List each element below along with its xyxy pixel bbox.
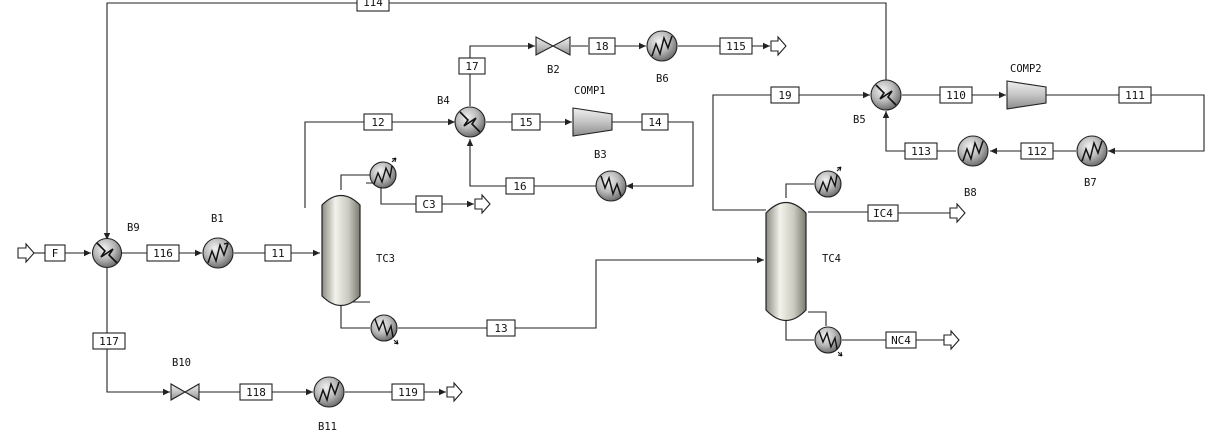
valve-b10[interactable] bbox=[170, 383, 200, 401]
svg-text:114: 114 bbox=[363, 0, 383, 9]
svg-text:16: 16 bbox=[513, 180, 526, 193]
heat-exchanger-b9[interactable] bbox=[91, 237, 123, 269]
svg-text:119: 119 bbox=[398, 386, 418, 399]
label-b2: B2 bbox=[547, 64, 560, 76]
svg-text:C3: C3 bbox=[422, 198, 435, 211]
svg-text:116: 116 bbox=[153, 247, 173, 260]
label-b11: B11 bbox=[318, 421, 337, 433]
svg-text:19: 19 bbox=[778, 89, 791, 102]
stream-17[interactable]: 17 bbox=[458, 57, 486, 75]
svg-text:117: 117 bbox=[99, 335, 119, 348]
product-port-arrow bbox=[943, 329, 960, 351]
label-b9: B9 bbox=[127, 222, 140, 234]
product-port-arrow bbox=[770, 35, 787, 57]
compressor-comp2[interactable] bbox=[1006, 80, 1047, 110]
reboiler-tc3[interactable] bbox=[370, 314, 399, 345]
product-port-arrow bbox=[949, 202, 966, 224]
svg-text:112: 112 bbox=[1027, 145, 1047, 158]
stream-ic4[interactable]: IC4 bbox=[867, 204, 899, 222]
label-comp1: COMP1 bbox=[574, 85, 606, 97]
stream-19[interactable]: 19 bbox=[770, 86, 800, 104]
label-b8: B8 bbox=[964, 187, 977, 199]
svg-text:F: F bbox=[52, 247, 59, 260]
svg-text:118: 118 bbox=[246, 386, 266, 399]
stream-118[interactable]: 118 bbox=[239, 383, 273, 401]
label-comp2: COMP2 bbox=[1010, 63, 1042, 75]
condenser-tc4[interactable] bbox=[814, 166, 842, 198]
stream-16[interactable]: 16 bbox=[505, 177, 535, 195]
valve-b2[interactable] bbox=[535, 36, 571, 56]
svg-text:15: 15 bbox=[519, 116, 532, 129]
svg-text:17: 17 bbox=[465, 60, 478, 73]
stream-nc4[interactable]: NC4 bbox=[885, 331, 917, 349]
stream-117[interactable]: 117 bbox=[92, 332, 126, 350]
svg-text:115: 115 bbox=[726, 40, 746, 53]
port-arrows bbox=[17, 35, 966, 403]
label-tc3: TC3 bbox=[376, 253, 395, 265]
svg-text:11: 11 bbox=[271, 247, 284, 260]
label-b6: B6 bbox=[656, 73, 669, 85]
svg-text:113: 113 bbox=[911, 145, 931, 158]
label-b4: B4 bbox=[437, 95, 450, 107]
svg-text:IC4: IC4 bbox=[873, 207, 893, 220]
stream-11[interactable]: 11 bbox=[264, 244, 292, 262]
product-port-arrow bbox=[474, 193, 491, 215]
stream-15[interactable]: 15 bbox=[511, 113, 541, 131]
distillation-column-tc3[interactable] bbox=[321, 194, 361, 307]
stream-110[interactable]: 110 bbox=[939, 86, 973, 104]
stream-labels: 114 17 18 115 19 110 111 12 15 14 113 11… bbox=[44, 0, 1152, 401]
label-b7: B7 bbox=[1084, 177, 1097, 189]
stream-116[interactable]: 116 bbox=[146, 244, 180, 262]
label-tc4: TC4 bbox=[822, 253, 841, 265]
stream-18[interactable]: 18 bbox=[588, 37, 616, 55]
stream-114[interactable]: 114 bbox=[356, 0, 390, 12]
heat-exchanger-b4[interactable] bbox=[454, 106, 486, 138]
svg-text:14: 14 bbox=[648, 116, 662, 129]
reboiler-tc4[interactable] bbox=[814, 326, 843, 357]
label-b5: B5 bbox=[853, 114, 866, 126]
stream-14[interactable]: 14 bbox=[641, 113, 669, 131]
label-b1: B1 bbox=[211, 213, 224, 225]
label-b10: B10 bbox=[172, 357, 191, 369]
stream-c3[interactable]: C3 bbox=[415, 195, 443, 213]
stream-112[interactable]: 112 bbox=[1020, 142, 1054, 160]
heat-exchanger-b3[interactable] bbox=[595, 170, 627, 202]
feed-port-arrow bbox=[17, 242, 35, 264]
stream-111[interactable]: 111 bbox=[1118, 86, 1152, 104]
svg-text:12: 12 bbox=[371, 116, 384, 129]
condenser-tc3[interactable] bbox=[369, 157, 397, 189]
heat-exchanger-b11[interactable] bbox=[313, 376, 345, 408]
svg-text:13: 13 bbox=[494, 322, 507, 335]
stream-13[interactable]: 13 bbox=[486, 319, 516, 337]
heat-exchanger-b5[interactable] bbox=[870, 79, 902, 111]
label-b3: B3 bbox=[594, 149, 607, 161]
svg-text:NC4: NC4 bbox=[891, 334, 911, 347]
heat-exchanger-b7[interactable] bbox=[1076, 135, 1108, 167]
svg-text:111: 111 bbox=[1125, 89, 1145, 102]
unit-labels: B2 B6 B4 COMP1 B3 B5 COMP2 B8 B7 B9 B1 T… bbox=[127, 63, 1097, 433]
heat-exchanger-b6[interactable] bbox=[646, 30, 678, 62]
stream-113[interactable]: 113 bbox=[904, 142, 938, 160]
stream-115[interactable]: 115 bbox=[719, 37, 753, 55]
stream-f[interactable]: F bbox=[44, 244, 66, 262]
svg-text:110: 110 bbox=[946, 89, 966, 102]
stream-12[interactable]: 12 bbox=[363, 113, 393, 131]
svg-text:18: 18 bbox=[595, 40, 608, 53]
stream-119[interactable]: 119 bbox=[391, 383, 425, 401]
distillation-column-tc4[interactable] bbox=[765, 201, 807, 322]
compressor-comp1[interactable] bbox=[572, 107, 613, 137]
product-port-arrow bbox=[446, 381, 463, 403]
heat-exchanger-b8[interactable] bbox=[957, 135, 989, 167]
heat-exchanger-b1[interactable] bbox=[202, 237, 234, 269]
